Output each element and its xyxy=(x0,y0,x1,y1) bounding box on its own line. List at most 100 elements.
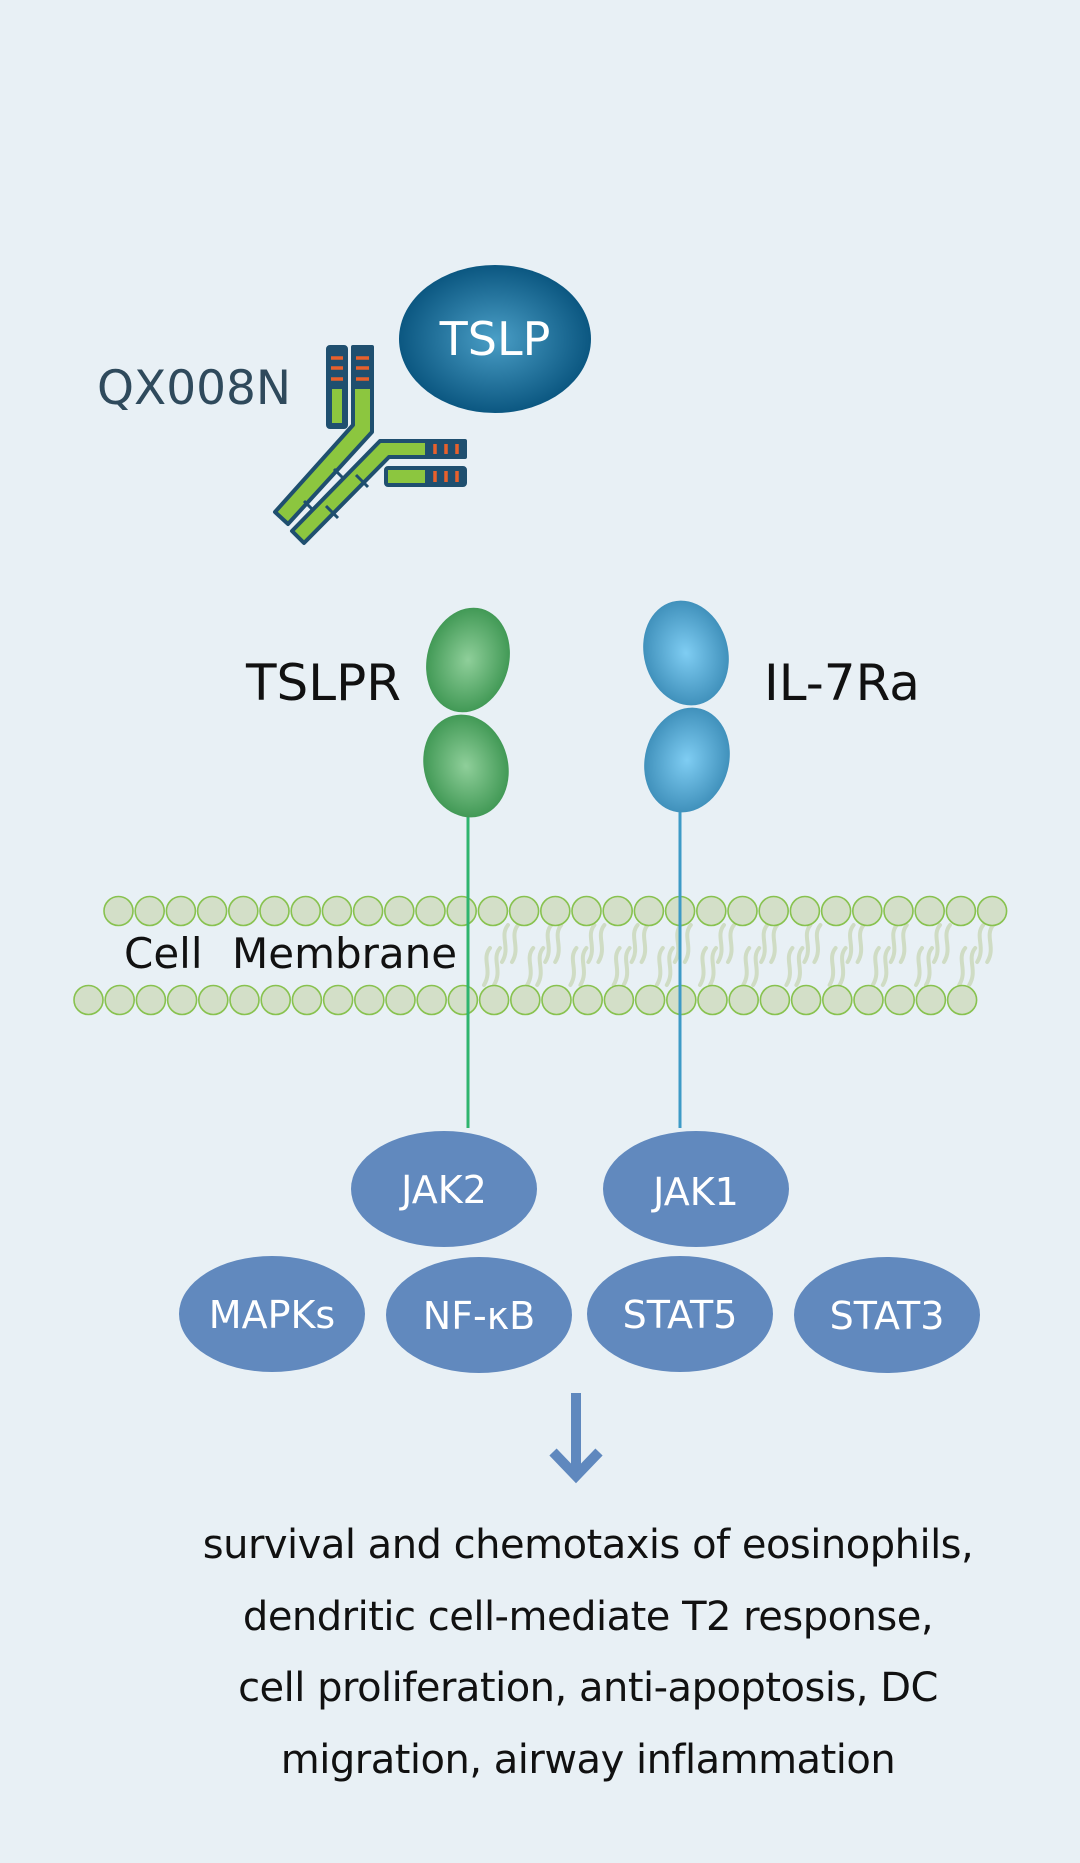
lipid-head-inner xyxy=(541,984,572,1016)
lipid-head-inner xyxy=(447,984,479,1016)
lipid-tail xyxy=(611,946,622,987)
lipid-head-inner xyxy=(853,984,884,1016)
lipid-tail xyxy=(654,946,665,987)
lipid-tail xyxy=(751,946,762,987)
lipid-head-outer xyxy=(883,895,914,927)
lipid-tail xyxy=(535,946,546,987)
lipid-tail xyxy=(586,923,597,964)
tslpr-domain-lower xyxy=(423,714,509,818)
lipid-head-inner xyxy=(509,984,541,1016)
membrane-label-cell: Cell xyxy=(124,929,203,978)
lipid-head-outer xyxy=(477,895,509,927)
lipid-head-inner xyxy=(104,984,135,1016)
tslpr-receptor xyxy=(423,607,510,818)
lipid-head-inner xyxy=(73,984,104,1016)
tslpr-label: TSLPR xyxy=(245,654,401,712)
outcome-line-1: survival and chemotaxis of eosinophils, xyxy=(202,1522,974,1568)
lipid-head-inner xyxy=(198,984,229,1016)
lipid-head-inner xyxy=(322,984,354,1016)
lipid-head-outer xyxy=(633,895,665,927)
jak2-label: JAK2 xyxy=(399,1168,487,1212)
lipid-tail xyxy=(568,946,579,987)
lipid-tail xyxy=(553,923,564,964)
lipid-head-outer xyxy=(383,895,415,927)
lipid-head-outer xyxy=(851,895,883,927)
stat5-label: STAT5 xyxy=(623,1293,738,1337)
lipid-head-inner xyxy=(416,984,448,1016)
il7ra-label: IL-7Ra xyxy=(764,654,920,712)
lipid-tail xyxy=(510,923,520,964)
lipid-head-inner xyxy=(946,984,978,1016)
lipid-head-outer xyxy=(571,895,602,927)
lipid-head-outer xyxy=(290,895,322,927)
nfkb-node: NF-κB xyxy=(386,1257,572,1373)
lipid-head-outer xyxy=(976,895,1008,927)
lipid-head-outer xyxy=(539,895,571,927)
lipid-tail xyxy=(794,946,805,987)
jak1-node: JAK1 xyxy=(603,1131,789,1247)
membrane-label-membrane: Membrane xyxy=(232,929,457,978)
lipid-tail xyxy=(855,923,866,964)
lipid-tail xyxy=(482,946,492,987)
lipid-head-inner xyxy=(821,984,853,1016)
lipid-head-inner xyxy=(260,984,292,1016)
lipid-head-inner xyxy=(697,984,728,1016)
lipid-head-outer xyxy=(259,895,290,927)
jak2-node: JAK2 xyxy=(351,1131,537,1247)
lipid-head-inner xyxy=(353,984,385,1016)
lipid-head-inner xyxy=(915,984,947,1016)
lipid-tail xyxy=(812,923,823,964)
il7ra-domain-lower xyxy=(644,707,730,813)
lipid-head-outer xyxy=(228,895,259,927)
antibody-icon xyxy=(273,345,467,545)
lipid-tail xyxy=(698,946,708,987)
lipid-tail xyxy=(769,923,780,964)
lipid-tail xyxy=(967,946,978,987)
lipid-tail xyxy=(924,946,934,987)
lipid-tail xyxy=(888,923,899,964)
lipid-head-outer xyxy=(165,895,197,927)
lipid-tail xyxy=(716,923,726,964)
lipid-head-inner xyxy=(166,984,198,1016)
lipid-tail xyxy=(664,946,675,987)
lipid-head-inner xyxy=(759,984,791,1016)
biological-outcomes: survival and chemotaxis of eosinophils, … xyxy=(0,1510,1080,1796)
lipid-head-outer xyxy=(352,895,384,927)
lipid-tail xyxy=(621,946,632,987)
lipid-tail xyxy=(543,923,554,964)
il7ra-domain-upper xyxy=(643,600,729,706)
lipid-head-inner xyxy=(572,984,604,1016)
outcome-line-3: cell proliferation, anti-apoptosis, DC xyxy=(238,1665,938,1711)
cell-membrane xyxy=(73,895,1008,1016)
lipid-head-inner xyxy=(603,984,635,1016)
stat3-node: STAT3 xyxy=(794,1257,980,1373)
lipid-head-inner xyxy=(634,984,666,1016)
lipid-head-outer xyxy=(914,895,946,927)
lipid-head-outer xyxy=(134,895,165,927)
lipid-head-inner xyxy=(884,984,916,1016)
stat3-label: STAT3 xyxy=(830,1294,945,1338)
lipid-head-outer xyxy=(446,895,478,927)
outcome-line-4: migration, airway inflammation xyxy=(280,1736,896,1783)
lipid-tail xyxy=(639,923,650,964)
lipid-tail xyxy=(870,946,881,987)
lipid-tail xyxy=(759,923,770,964)
lipid-head-outer xyxy=(789,895,821,927)
lipid-head-inner xyxy=(790,984,822,1016)
lipid-tail xyxy=(784,946,795,987)
il7ra-receptor xyxy=(643,600,730,813)
lipid-head-outer xyxy=(727,895,758,927)
stat5-node: STAT5 xyxy=(587,1256,773,1372)
lipid-tail xyxy=(596,923,607,964)
lipid-tail xyxy=(629,923,640,964)
lipid-head-outer xyxy=(196,895,228,927)
lipid-tail xyxy=(957,946,968,987)
lipid-head-outer xyxy=(508,895,540,927)
mapks-node: MAPKs xyxy=(179,1256,365,1372)
tslpr-domain-upper xyxy=(426,607,510,713)
lipid-tail xyxy=(827,946,838,987)
lipid-head-inner xyxy=(385,984,416,1016)
lipid-head-outer xyxy=(945,895,977,927)
antibody-label: QX008N xyxy=(97,361,291,416)
lipid-tail xyxy=(682,923,693,964)
